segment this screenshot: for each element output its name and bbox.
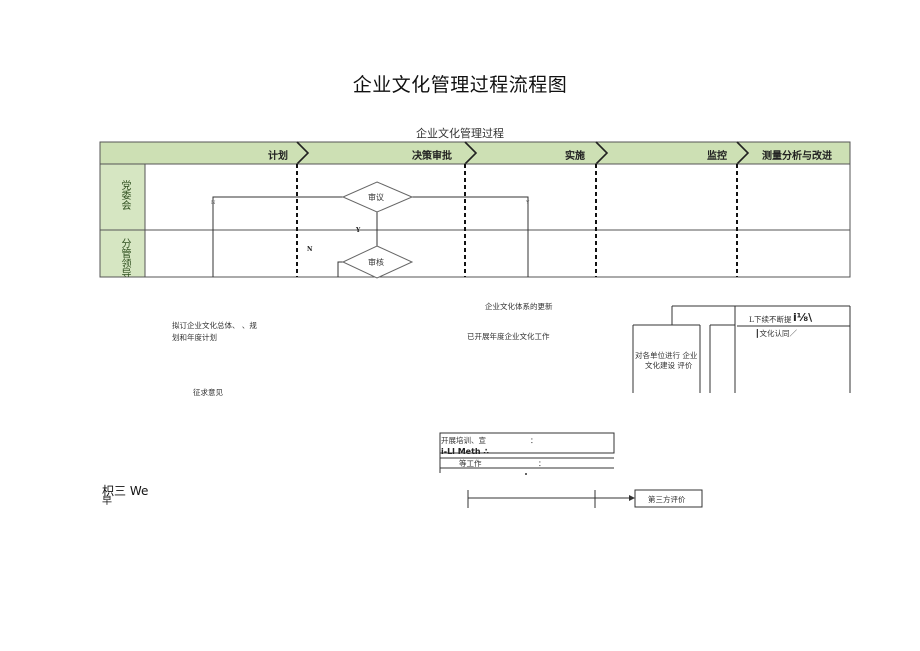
flow-line [212,196,343,277]
chart-title: 企业文化管理过程 [416,127,504,140]
arrow-head [629,495,635,501]
third-party-box [634,489,703,508]
recognition-text: ┃文化认同／ [755,329,798,338]
training-text: i-Ll Meth ∴ [441,447,489,454]
draft-plan-text: 划和年度计划 [172,333,217,342]
audit-label: 审核 [368,258,384,267]
update-system-text: 企业文化体系的更新 [485,302,553,311]
chevron-icon [296,141,310,165]
chevron-icon [736,141,750,165]
flow-label-y: Y [356,227,361,234]
lane-party-committee: 党委会 [119,180,130,210]
flow-label-n: N [211,200,216,206]
training-box [439,432,615,454]
flow-label-y: Y [526,200,530,206]
annual-work-text: 已开展年度企业文化工作 [467,332,550,341]
collect-opinions-text: 征求意见 [193,388,223,397]
chevron-icon [464,141,478,165]
lane-label-column [99,163,146,278]
footer-fragment: 枳三 We [102,484,149,498]
footer-fragment: 早 [102,496,112,507]
continuous-mark: i⅛\ [793,311,813,324]
continuous-improve-text: L下续不断提 [749,315,792,324]
lane-leader: 分管领导 [119,238,130,277]
phase-monitor: 监控 [707,151,727,162]
flow-label-n: N [307,246,313,253]
training-colon: ： [530,436,538,445]
review-decision [341,181,414,213]
review-label: 审议 [368,193,384,202]
dot-mark [525,473,527,475]
phase-measure: 测量分析与改进 [762,151,832,162]
audit-decision [341,245,414,279]
phase-implement: 实施 [565,151,585,162]
draft-plan-text: 拟订企业文化总体、 、规 [172,321,257,330]
phase-plan: 计划 [268,151,288,162]
flow-line [412,196,529,277]
third-party-text: 第三方评价 [648,495,686,504]
evaluate-text: 文化建设 评价 [645,361,693,370]
chevron-icon [595,141,609,165]
evaluate-text: 对各单位进行 企业 [635,351,698,360]
phase-approval: 决策审批 [412,151,452,162]
training-text: 等工作 [459,459,482,468]
training-text: 开展培训、宣 [441,436,486,445]
flow-line [337,261,345,277]
page-title: 企业文化管理过程流程图 [352,74,568,96]
training-colon: ： [538,459,546,468]
